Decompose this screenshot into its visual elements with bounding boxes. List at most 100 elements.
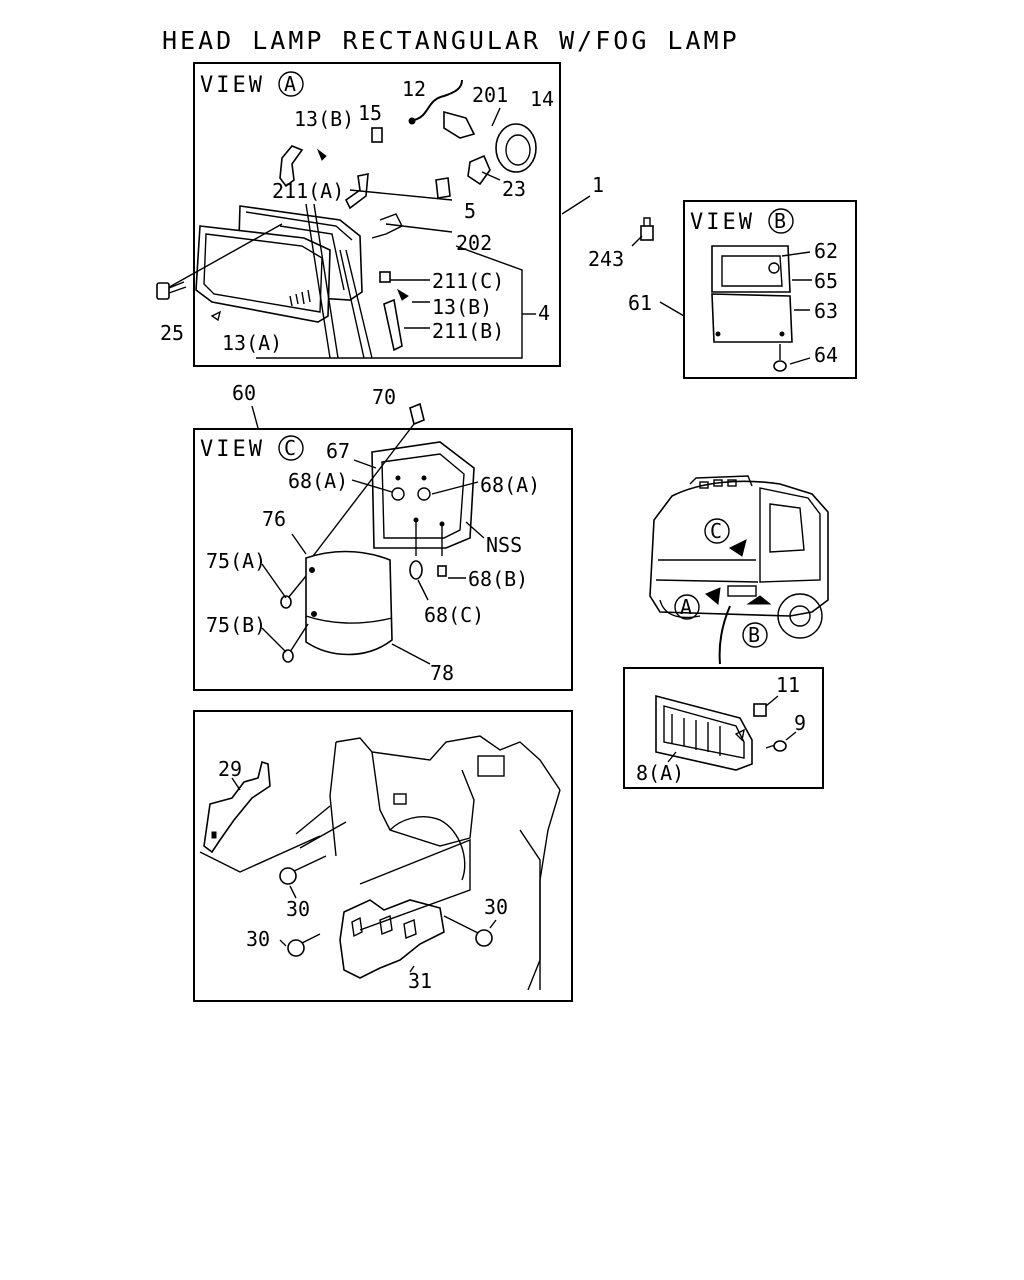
truck-lamp-slot bbox=[727, 585, 757, 597]
mount-rod-2 bbox=[339, 249, 373, 359]
view-c-leaders bbox=[251, 405, 485, 665]
truck-wheel-hub bbox=[789, 605, 811, 627]
callout-68b: 68(B) bbox=[468, 567, 528, 591]
view-a-callouts: 12 201 14 13(B) 15 23 211(A) 5 202 211(C… bbox=[160, 77, 604, 355]
callout-68a-right: 68(A) bbox=[480, 473, 540, 497]
cover-78 bbox=[305, 550, 393, 656]
bolt-30a-shank bbox=[291, 855, 327, 873]
callout-61: 61 bbox=[628, 291, 652, 315]
pipe-211b bbox=[383, 298, 403, 352]
callout-63: 63 bbox=[814, 299, 838, 323]
lamp-b-window bbox=[721, 255, 783, 287]
callout-75a: 75(A) bbox=[206, 549, 266, 573]
lamp-b-body bbox=[711, 245, 791, 293]
cover-hole-1 bbox=[309, 567, 315, 573]
screw-25-shank bbox=[168, 281, 187, 294]
view-b-label: VIEW bbox=[690, 210, 755, 235]
bolt-30c-shank bbox=[443, 915, 481, 935]
callout-60: 60 bbox=[232, 381, 256, 405]
bulb-68a-left bbox=[391, 487, 405, 501]
callout-64: 64 bbox=[814, 343, 838, 367]
lamp-8a bbox=[655, 694, 753, 771]
callout-30-b: 30 bbox=[246, 927, 270, 951]
callout-13b: 13(B) bbox=[432, 295, 492, 319]
lamp-lens bbox=[195, 225, 331, 323]
truck-door-window bbox=[769, 503, 805, 553]
mount-rod-1 bbox=[305, 203, 339, 359]
callout-243: 243 bbox=[588, 247, 624, 271]
pipe-211a bbox=[279, 145, 304, 188]
callout-4: 4 bbox=[538, 301, 550, 325]
callout-25: 25 bbox=[160, 321, 184, 345]
bolt-30b-head bbox=[287, 939, 305, 957]
chassis-top bbox=[335, 735, 561, 791]
cover-hole-2 bbox=[311, 611, 317, 617]
clip-11 bbox=[753, 703, 767, 717]
callout-67: 67 bbox=[326, 439, 350, 463]
view-c-letter: C bbox=[284, 436, 296, 460]
screw-9-head bbox=[773, 740, 787, 752]
bulb-68a-right bbox=[417, 487, 431, 501]
locator-b-circle-icon bbox=[742, 622, 768, 648]
clip-13a bbox=[210, 310, 222, 322]
bracket-assembly bbox=[199, 735, 561, 991]
diagram-title: HEAD LAMP RECTANGULAR W/FOG LAMP bbox=[162, 26, 740, 55]
bracket-31-slots bbox=[351, 915, 417, 939]
ring-14-inner bbox=[505, 134, 531, 166]
callout-9: 9 bbox=[794, 711, 806, 735]
callout-78: 78 bbox=[430, 661, 454, 685]
view-b-circle-icon bbox=[768, 208, 794, 234]
connector-70 bbox=[409, 402, 425, 426]
screw-75b bbox=[289, 623, 309, 653]
group-leaders bbox=[390, 279, 430, 329]
bolt-30c-head bbox=[475, 929, 493, 947]
callout-5: 5 bbox=[464, 199, 476, 223]
bolt-30b-shank bbox=[299, 933, 321, 945]
clearance-callouts: 11 9 8(A) bbox=[636, 673, 806, 785]
callout-211a: 211(A) bbox=[272, 179, 344, 203]
bulb-243-tip bbox=[643, 217, 651, 226]
locator-a-letter: A bbox=[680, 595, 692, 619]
clip-13b-top bbox=[316, 148, 327, 161]
nut-211c bbox=[379, 271, 391, 283]
screw-25-leader bbox=[163, 223, 283, 291]
callout-14: 14 bbox=[530, 87, 554, 111]
rear-lamp-b bbox=[659, 245, 812, 372]
view-a-heading: VIEW A bbox=[200, 71, 304, 98]
connector-70-line bbox=[309, 423, 415, 561]
locator-b-letter: B bbox=[748, 623, 760, 647]
lamp-8a-ribs bbox=[671, 714, 721, 756]
view-c-circle-icon bbox=[278, 435, 304, 461]
locator-c-circle-icon bbox=[704, 518, 730, 544]
screw-75a-head bbox=[280, 595, 292, 609]
callout-75b: 75(B) bbox=[206, 613, 266, 637]
bulb-68a-right-tip bbox=[421, 475, 427, 481]
bracket-29-guide bbox=[199, 835, 321, 873]
chassis-rail bbox=[519, 829, 541, 990]
socket-hole-1 bbox=[413, 517, 419, 523]
bracket-31 bbox=[339, 899, 445, 979]
callout-65: 65 bbox=[814, 269, 838, 293]
callout-13b-top: 13(B) bbox=[294, 107, 354, 131]
roof-lamp-1 bbox=[699, 481, 709, 489]
callout-211b: 211(B) bbox=[432, 319, 504, 343]
wire-harness-12 bbox=[413, 79, 463, 121]
bulb-243 bbox=[640, 225, 654, 241]
housing-67 bbox=[371, 441, 475, 549]
bulb-243-group: 243 bbox=[588, 217, 654, 271]
socket-wires bbox=[415, 520, 443, 556]
housing-67-inner bbox=[381, 453, 465, 539]
callout-202: 202 bbox=[456, 231, 492, 255]
callout-30-a: 30 bbox=[286, 897, 310, 921]
view-c-label: VIEW bbox=[200, 437, 265, 462]
clip-13b bbox=[396, 288, 409, 301]
callout-201: 201 bbox=[472, 83, 508, 107]
view-b-letter: B bbox=[774, 209, 786, 233]
callout-12: 12 bbox=[402, 77, 426, 101]
screw-75b-head bbox=[282, 649, 294, 663]
roof-lamp-2 bbox=[713, 479, 723, 487]
callout-30-c: 30 bbox=[484, 895, 508, 919]
lamp-8a-grid bbox=[663, 705, 745, 759]
view-a-letter: A bbox=[284, 72, 296, 96]
socket-201 bbox=[443, 110, 476, 139]
